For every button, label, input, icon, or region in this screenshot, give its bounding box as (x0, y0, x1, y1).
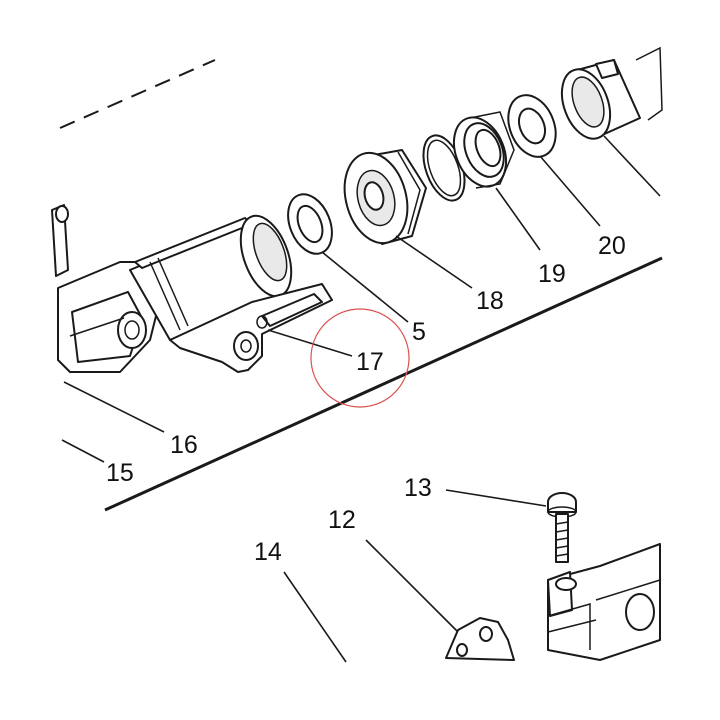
callout-15: 15 (106, 459, 134, 487)
callout-20: 20 (598, 232, 626, 260)
part-12-lug (445, 617, 515, 661)
leader-17 (267, 329, 353, 357)
leader-18 (395, 235, 473, 289)
callout-17: 17 (356, 348, 384, 376)
part-clevis-block (547, 543, 661, 661)
leader-5 (321, 251, 409, 323)
leader-20 (539, 155, 601, 227)
leader-16 (63, 381, 165, 433)
part-19-seal (452, 111, 515, 189)
callout-13: 13 (404, 474, 432, 502)
part-20-washer (507, 94, 557, 158)
leader-19 (495, 187, 541, 251)
part-bushing (560, 46, 663, 140)
callout-16: 16 (170, 431, 198, 459)
leader-14 (283, 571, 347, 663)
frame-dashed-line (59, 59, 216, 129)
leader-13 (445, 489, 547, 507)
leader-12 (365, 539, 459, 633)
frame-separator-line (104, 256, 663, 512)
highlight-circle (310, 308, 410, 408)
callout-18: 18 (476, 287, 504, 315)
part-17-bracket (169, 283, 333, 373)
part-13-bolt (547, 492, 577, 563)
callout-19: 19 (538, 260, 566, 288)
part-16-clevis (51, 204, 161, 373)
callout-5: 5 (412, 318, 426, 346)
part-18-piston (343, 149, 427, 245)
callout-12: 12 (328, 506, 356, 534)
leader-bushing (603, 135, 661, 197)
leader-15 (61, 439, 105, 463)
part-5-washer (287, 193, 333, 255)
callout-14: 14 (254, 538, 282, 566)
